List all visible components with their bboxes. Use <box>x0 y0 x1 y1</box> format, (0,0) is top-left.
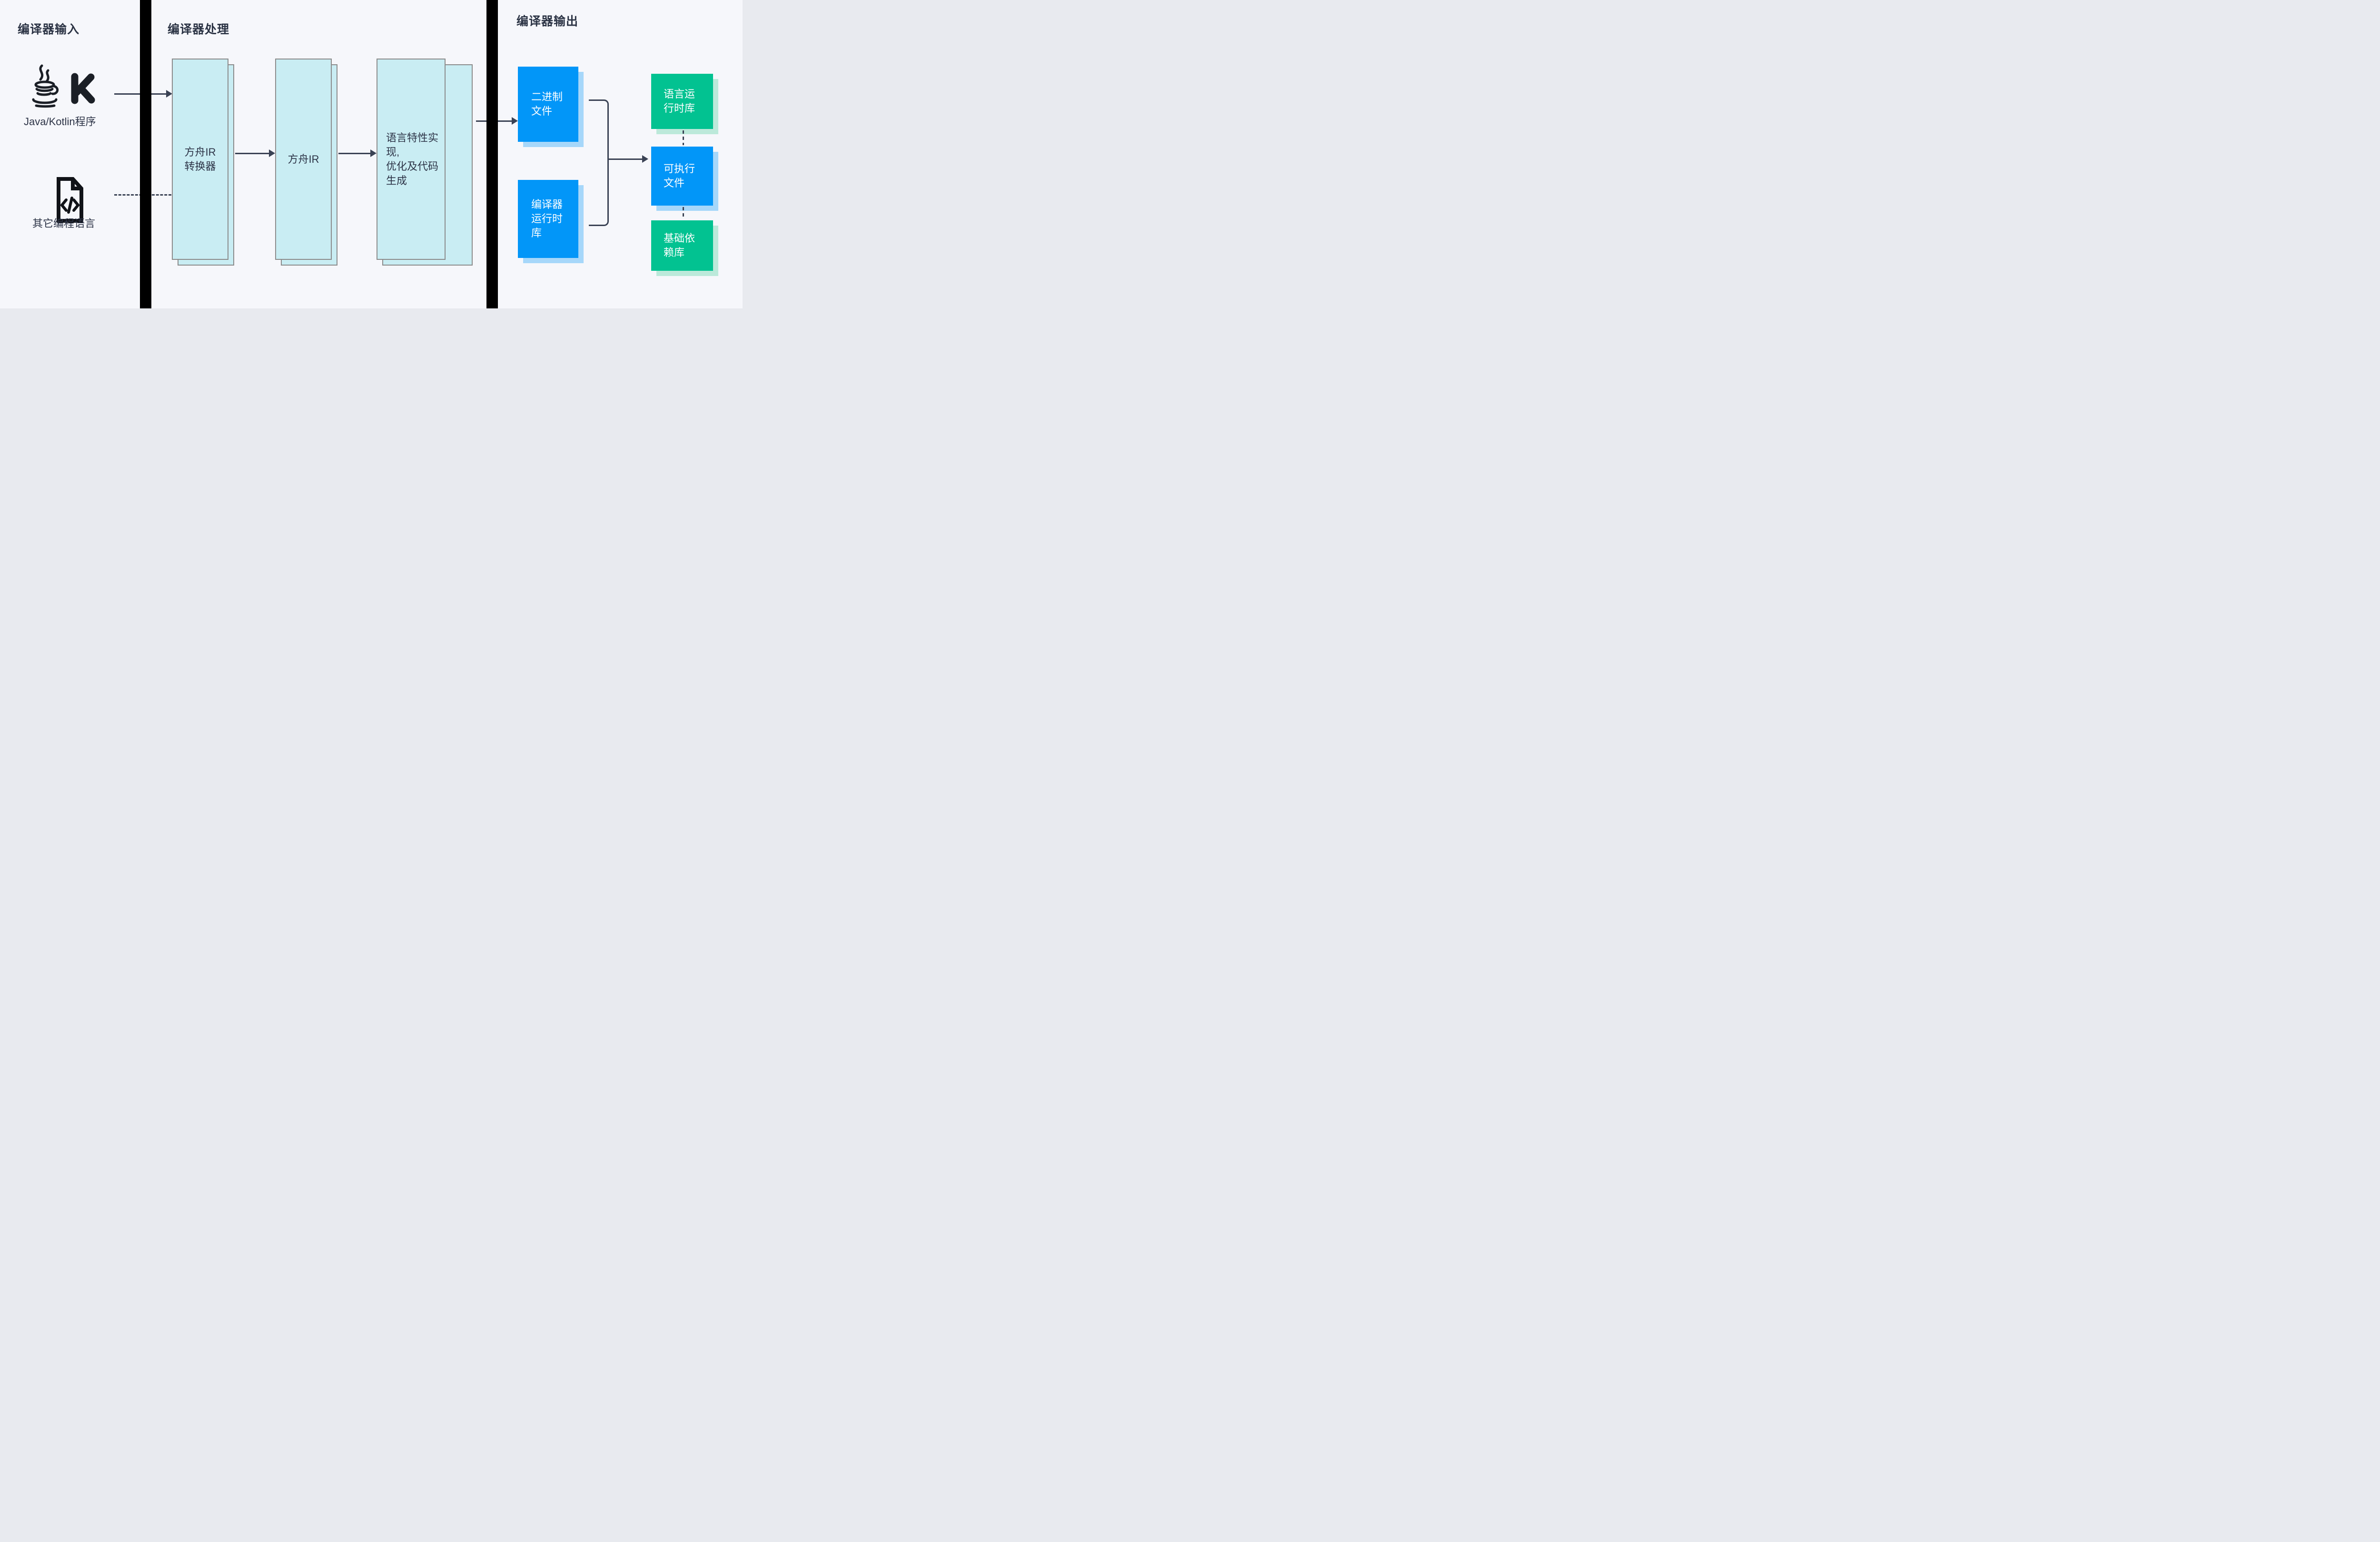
language-runtime-box: 语言运 行时库 <box>651 74 718 134</box>
input-section-title: 编译器输入 <box>18 23 80 36</box>
divider-bar-left <box>140 0 151 308</box>
output-section-title: 编译器输出 <box>516 15 579 28</box>
arrow-bracket-to-executable <box>608 158 643 160</box>
ark-ir-converter-box-label: 方舟IR 转换器 <box>172 59 228 260</box>
process-section-title: 编译器处理 <box>168 23 230 36</box>
dotted-connector-bottom <box>683 207 684 219</box>
arrow-converter-to-ir <box>235 153 269 154</box>
dotted-connector-top <box>683 130 684 145</box>
arrow-ir-to-codegen-head <box>370 149 377 157</box>
ark-ir-box-label: 方舟IR <box>275 59 332 260</box>
executable-file-box: 可执行 文件 <box>651 147 718 211</box>
compiler-runtime-box: 编译器 运行时 库 <box>518 180 584 263</box>
code-file-icon <box>57 177 83 223</box>
other-languages-label: 其它编程语言 <box>32 217 96 229</box>
kotlin-logo-icon <box>71 73 95 104</box>
codegen-box: 语言特性实现, 优化及代码生成 <box>377 59 473 266</box>
binary-file-box: 二进制 文件 <box>518 67 584 147</box>
base-dependency-box: 基础依 赖库 <box>651 220 718 276</box>
arrow-codegen-to-binary-head <box>512 117 518 125</box>
arrow-converter-to-ir-head <box>269 149 275 157</box>
compiler-runtime-box-label: 编译器 运行时 库 <box>518 180 578 258</box>
compiler-pipeline-diagram: 编译器输入 Java/Kotlin程序 <box>0 0 743 308</box>
java-logo-icon <box>32 64 59 108</box>
ark-ir-converter-box: 方舟IR 转换器 <box>172 59 234 266</box>
codegen-box-label: 语言特性实现, 优化及代码生成 <box>377 59 446 260</box>
java-kotlin-label: Java/Kotlin程序 <box>24 116 96 128</box>
bracket-connector <box>589 99 609 226</box>
arrow-ir-to-codegen <box>338 153 371 154</box>
arrow-bracket-to-executable-head <box>642 155 648 163</box>
executable-file-box-label: 可执行 文件 <box>651 147 713 206</box>
language-runtime-box-label: 语言运 行时库 <box>651 74 713 129</box>
ark-ir-box: 方舟IR <box>275 59 337 266</box>
divider-bar-right <box>486 0 498 308</box>
base-dependency-box-label: 基础依 赖库 <box>651 220 713 271</box>
binary-file-box-label: 二进制 文件 <box>518 67 578 142</box>
arrow-input-to-converter-head <box>166 90 172 98</box>
